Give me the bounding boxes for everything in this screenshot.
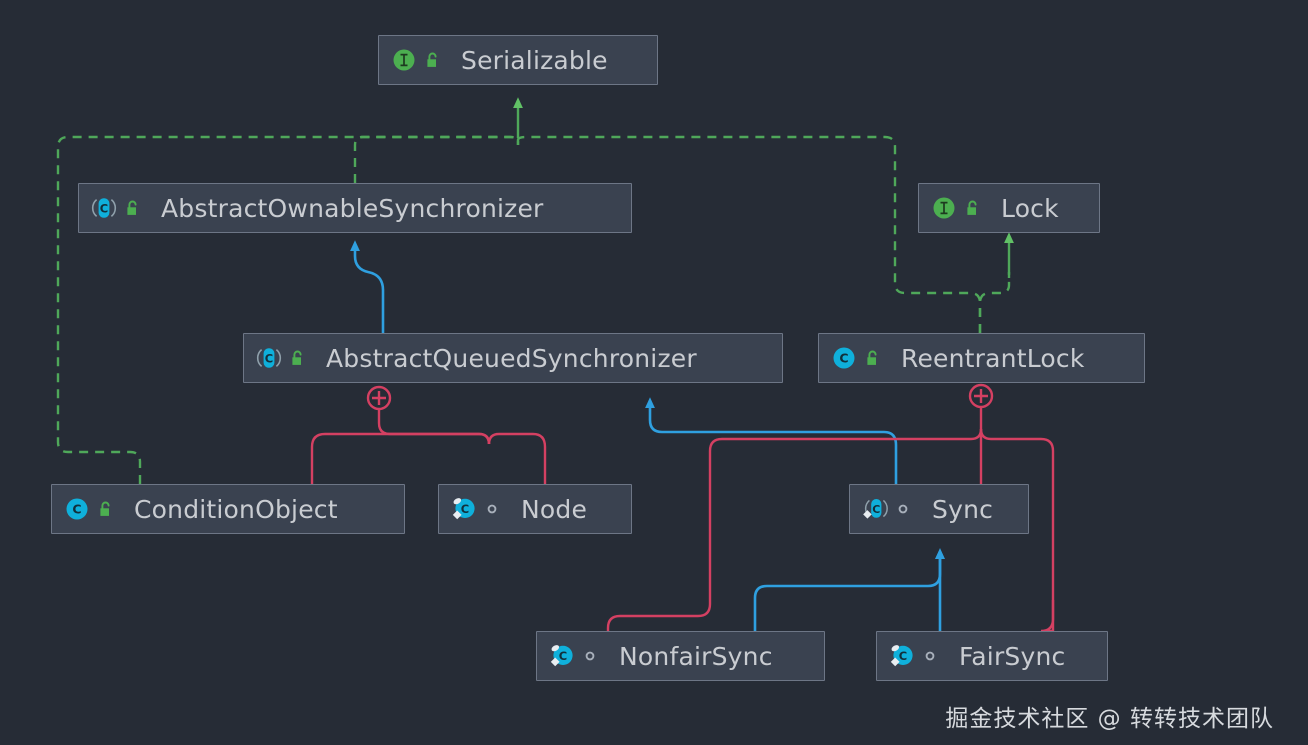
public-unlocked-icon <box>292 350 302 365</box>
class-node-lock[interactable]: Lock <box>918 183 1100 233</box>
class-node-reentrant-lock[interactable]: C ReentrantLock <box>818 333 1145 383</box>
class-node-fair-sync[interactable]: C FairSync <box>876 631 1108 681</box>
edge-rl-contains-fairsync <box>979 428 1055 633</box>
public-unlocked-icon <box>100 501 110 516</box>
class-node-label: ConditionObject <box>134 494 338 524</box>
svg-text:C: C <box>872 503 880 516</box>
abstract-class-icon: C <box>91 198 117 218</box>
svg-text:C: C <box>839 351 848 366</box>
class-node-node[interactable]: C Node <box>438 484 632 534</box>
node-icon-group: C <box>451 496 502 522</box>
interface-icon <box>393 49 415 71</box>
svg-text:C: C <box>899 649 907 663</box>
inner-class-marker-aqs <box>366 385 392 411</box>
static-class-icon: C <box>550 645 573 667</box>
class-icon: C <box>833 347 855 369</box>
edge-aos-implements-serializable <box>353 135 520 183</box>
class-node-label: Node <box>521 494 588 524</box>
class-node-label: FairSync <box>959 641 1066 671</box>
edge-rl-contains-nonfairsync <box>606 428 983 631</box>
static-class-icon: C <box>452 498 475 520</box>
public-unlocked-icon <box>967 200 977 215</box>
class-node-label: AbstractQueuedSynchronizer <box>326 343 697 373</box>
class-node-label: ReentrantLock <box>901 343 1085 373</box>
package-private-icon <box>898 504 908 514</box>
class-node-label: AbstractOwnableSynchronizer <box>161 193 544 223</box>
svg-text:C: C <box>461 502 469 516</box>
edge-aqs-contains-stem <box>377 409 491 445</box>
edge-reentrantlock-implements-serializable <box>516 135 982 333</box>
class-node-abstract-queued-synchronizer[interactable]: C AbstractQueuedSynchronizer <box>243 333 783 383</box>
svg-text:C: C <box>100 201 108 215</box>
package-private-icon <box>487 504 497 514</box>
svg-text:C: C <box>72 502 81 517</box>
inner-class-marker-reentrantlock <box>968 383 994 409</box>
public-unlocked-icon <box>867 350 877 365</box>
edge-aqs-extends-aos <box>350 240 385 333</box>
class-node-label: Lock <box>1001 193 1059 223</box>
node-icon-group: C <box>889 643 940 669</box>
node-icon-group: C <box>91 195 142 221</box>
interface-icon <box>933 197 955 219</box>
svg-text:C: C <box>559 649 567 663</box>
class-icon: C <box>66 498 88 520</box>
edge-aqs-contains-node <box>487 432 547 484</box>
abstract-class-icon: C <box>256 348 282 368</box>
node-icon-group: C <box>862 496 913 522</box>
public-unlocked-icon <box>127 200 137 215</box>
edge-sync-extends-aqs <box>645 397 898 484</box>
abstract-static-class-icon: C <box>863 499 888 519</box>
class-node-abstract-ownable-synchronizer[interactable]: C AbstractOwnableSynchronizer <box>78 183 632 233</box>
watermark-text: 掘金技术社区 @ 转转技术团队 <box>945 706 1274 732</box>
node-icon-group <box>931 195 982 221</box>
package-private-icon <box>925 651 935 661</box>
edge-nonfairsync-extends-sync <box>753 548 945 631</box>
public-unlocked-icon <box>427 52 437 67</box>
class-node-nonfair-sync[interactable]: C NonfairSync <box>536 631 825 681</box>
class-node-condition-object[interactable]: C ConditionObject <box>51 484 405 534</box>
node-icon-group: C <box>256 345 307 371</box>
node-icon-group: C <box>831 345 882 371</box>
class-node-serializable[interactable]: Serializable <box>378 35 658 85</box>
package-private-icon <box>585 651 595 661</box>
edge-conditionobject-implements-serializable <box>56 135 520 484</box>
edge-aqs-contains-conditionobject <box>310 432 491 484</box>
class-node-label: Serializable <box>461 45 608 75</box>
static-class-icon: C <box>890 645 913 667</box>
node-icon-group <box>391 47 442 73</box>
class-node-label: Sync <box>932 494 994 524</box>
edge-reentrantlock-implements-lock <box>978 272 1011 333</box>
node-icon-group: C <box>64 496 115 522</box>
svg-text:C: C <box>265 351 273 365</box>
node-icon-group: C <box>549 643 600 669</box>
class-node-sync[interactable]: C Sync <box>849 484 1029 534</box>
class-node-label: NonfairSync <box>619 641 773 671</box>
